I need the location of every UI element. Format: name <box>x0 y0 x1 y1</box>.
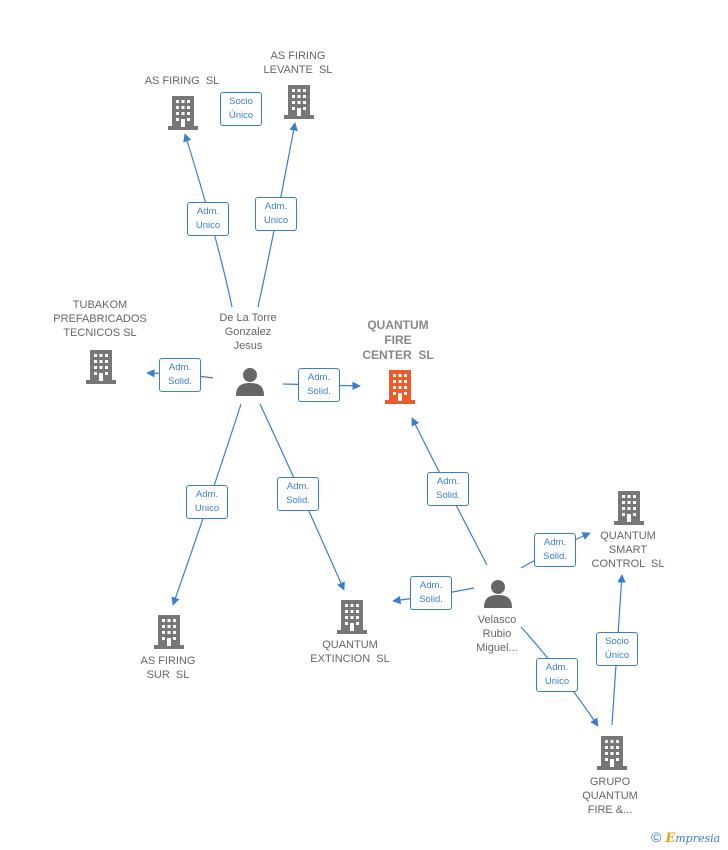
node-label-line: QUANTUM <box>582 790 638 802</box>
node-label-line: Gonzalez <box>224 326 272 338</box>
node-label-as-firing-levante[interactable]: AS FIRING LEVANTE SL <box>233 49 363 77</box>
edge-label-velasco-to-quantum-extincion[interactable]: Adm. Solid. <box>410 576 452 610</box>
edge-label-de-la-torre-to-as-firing-levante[interactable]: Adm. Unico <box>255 197 297 231</box>
edge-label-de-la-torre-to-as-firing-sur[interactable]: Adm. Unico <box>186 485 228 519</box>
edge-label-de-la-torre-to-tubakom[interactable]: Adm. Solid. <box>159 358 201 392</box>
building-icon[interactable] <box>385 370 415 404</box>
building-icon[interactable] <box>597 736 627 770</box>
edge-label-line: Adm. <box>286 481 310 492</box>
node-label-line: Velasco <box>477 614 517 626</box>
building-icon[interactable] <box>86 350 116 384</box>
edge-label-line: Adm. <box>168 362 192 373</box>
brand-initial: E <box>665 831 676 846</box>
edge-label-line: Único <box>228 110 254 121</box>
node-label-line: QUANTUM <box>367 318 429 332</box>
node-label-as-firing[interactable]: AS FIRING SL <box>117 74 247 88</box>
edge-label-line: Adm. <box>545 662 569 673</box>
node-label-line: CONTROL SL <box>591 558 665 570</box>
edge-label-line: Adm. <box>196 206 220 217</box>
edge-label-line: Solid. <box>307 386 331 397</box>
node-label-line: PREFABRICADOS <box>53 313 147 325</box>
node-label-line: Rubio <box>482 628 512 640</box>
edge-label-line: Adm. <box>264 201 288 212</box>
node-label-line: SMART <box>608 544 648 556</box>
edge-label-de-la-torre-to-as-firing[interactable]: Adm. Unico <box>187 202 229 236</box>
edge-label-line: Unico <box>263 215 289 226</box>
node-label-line: LEVANTE SL <box>263 64 333 76</box>
node-label-line: FIRE <box>384 333 412 347</box>
edge-label-line: Solid. <box>419 594 443 605</box>
node-label-line: TUBAKOM <box>72 299 128 311</box>
edge-label-line: Adm. <box>436 476 460 487</box>
edge-label-line: Solid. <box>436 490 460 501</box>
edge-label-velasco-to-grupo-quantum[interactable]: Adm. Unico <box>536 658 578 692</box>
building-icon[interactable] <box>284 85 314 119</box>
node-label-line: Jesus <box>233 340 263 352</box>
node-label-line: GRUPO <box>589 776 631 788</box>
node-label-as-firing-sur[interactable]: AS FIRING SUR SL <box>103 654 233 682</box>
node-label-line: AS FIRING SL <box>144 75 220 87</box>
person-icon[interactable] <box>484 580 512 608</box>
copyright-icon: © <box>651 829 662 845</box>
node-label-line: AS FIRING <box>270 50 326 62</box>
edge-label-line: Socio <box>605 636 629 647</box>
edge-label-line: Solid. <box>543 551 567 562</box>
edge-label-velasco-to-quantum-smart-control[interactable]: Adm. Solid. <box>534 533 576 567</box>
edge-label-de-la-torre-to-quantum-fire-center[interactable]: Adm. Solid. <box>298 368 340 402</box>
edge-label-line: Unico <box>195 220 221 231</box>
node-label-line: Miguel... <box>476 642 518 654</box>
node-label-line: EXTINCION SL <box>310 653 390 665</box>
node-label-line: SUR SL <box>146 669 190 681</box>
edge-label-line: Adm. <box>543 537 567 548</box>
node-label-quantum-smart-control[interactable]: QUANTUM SMART CONTROL SL <box>563 529 693 571</box>
edge-label-line: Socio <box>229 96 253 107</box>
person-icon[interactable] <box>236 368 264 396</box>
edge-label-line: Unico <box>194 503 220 514</box>
node-label-tubakom[interactable]: TUBAKOM PREFABRICADOS TECNICOS SL <box>35 298 165 340</box>
building-icon[interactable] <box>154 615 184 649</box>
node-label-line: CENTER SL <box>362 348 434 362</box>
edge-label-line: Adm. <box>307 372 331 383</box>
edge-label-line: Solid. <box>286 495 310 506</box>
node-label-line: FIRE &... <box>587 804 633 816</box>
node-label-grupo-quantum[interactable]: GRUPO QUANTUM FIRE &... <box>545 775 675 817</box>
edge-label-line: Unico <box>544 676 570 687</box>
edge-label-line: Solid. <box>168 376 192 387</box>
building-icon[interactable] <box>614 491 644 525</box>
node-label-line: De La Torre <box>219 312 277 324</box>
edge-label-velasco-to-quantum-fire-center[interactable]: Adm. Solid. <box>427 472 469 506</box>
edge-label-line: Adm. <box>419 580 443 591</box>
node-label-line: AS FIRING <box>140 655 196 667</box>
building-icon[interactable] <box>168 96 198 130</box>
edge-label-line: Adm. <box>195 489 219 500</box>
node-label-line: QUANTUM <box>322 639 378 651</box>
brand-name: mpresia <box>675 832 721 845</box>
footer-brand: ©Empresia <box>651 829 720 846</box>
node-label-line: TECNICOS SL <box>63 327 137 339</box>
node-label-line: QUANTUM <box>600 530 656 542</box>
edge-label-de-la-torre-to-quantum-extincion[interactable]: Adm. Solid. <box>277 477 319 511</box>
node-label-quantum-extincion[interactable]: QUANTUM EXTINCION SL <box>285 638 415 666</box>
building-icon[interactable] <box>337 600 367 634</box>
edge-label-line: Único <box>604 650 630 661</box>
